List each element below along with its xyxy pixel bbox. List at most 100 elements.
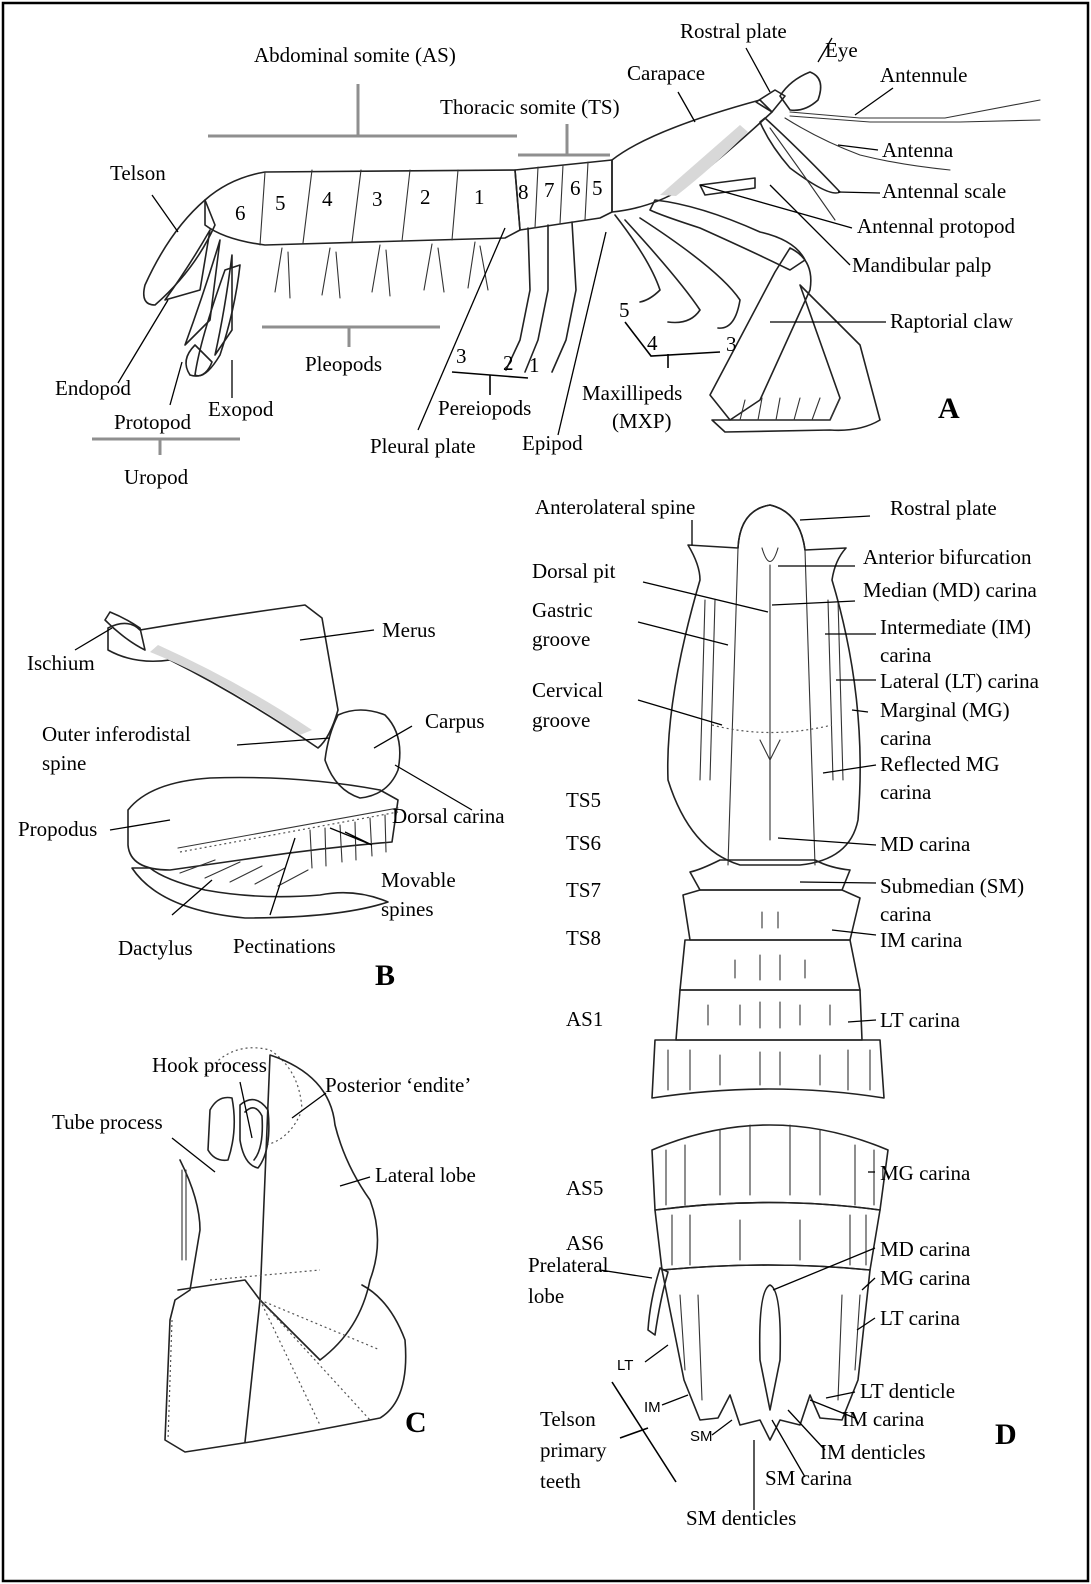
label-reflected-2: carina bbox=[880, 780, 932, 804]
ts-number-6: 6 bbox=[570, 176, 581, 200]
label-raptorial-claw: Raptorial claw bbox=[890, 309, 1014, 333]
label-antennule: Antennule bbox=[880, 63, 967, 87]
label-movable-1: Movable bbox=[381, 868, 456, 892]
label-sm-denticles: SM denticles bbox=[686, 1506, 796, 1530]
label-ts7: TS7 bbox=[566, 878, 601, 902]
label-exopod: Exopod bbox=[208, 397, 274, 421]
panel-letter-a: A bbox=[938, 392, 960, 425]
label-as1: AS1 bbox=[566, 1007, 603, 1031]
label-dactylus: Dactylus bbox=[118, 936, 193, 960]
label-pleural-plate: Pleural plate bbox=[370, 434, 476, 458]
label-tube-process: Tube process bbox=[52, 1110, 163, 1134]
label-antennal-scale: Antennal scale bbox=[882, 179, 1006, 203]
label-md-carina-ts: MD carina bbox=[880, 832, 971, 856]
panel-letter-c: C bbox=[405, 1406, 427, 1439]
label-reflected-1: Reflected MG bbox=[880, 752, 1000, 776]
label-dorsal-carina: Dorsal carina bbox=[392, 804, 505, 828]
label-epipod: Epipod bbox=[522, 431, 583, 455]
mxp-number-5: 5 bbox=[619, 298, 630, 322]
label-ischium: Ischium bbox=[27, 651, 95, 675]
label-dorsal-pit: Dorsal pit bbox=[532, 559, 616, 583]
label-outer-spine-2: spine bbox=[42, 751, 86, 775]
label-pleopods: Pleopods bbox=[305, 352, 382, 376]
panel-letter-d: D bbox=[995, 1418, 1017, 1451]
label-sm-carina: SM carina bbox=[765, 1466, 853, 1490]
as-number-3: 3 bbox=[372, 187, 383, 211]
label-rostral-plate-d: Rostral plate bbox=[890, 496, 997, 520]
label-mxp: (MXP) bbox=[612, 409, 672, 433]
label-carpus: Carpus bbox=[425, 709, 485, 733]
label-uropod: Uropod bbox=[124, 465, 189, 489]
label-marginal-1: Marginal (MG) bbox=[880, 698, 1010, 722]
label-carapace: Carapace bbox=[627, 61, 705, 85]
label-cervical-1: Cervical bbox=[532, 678, 603, 702]
label-abdominal-somite: Abdominal somite (AS) bbox=[254, 43, 456, 67]
label-as6: AS6 bbox=[566, 1231, 603, 1255]
label-submedian-1: Submedian (SM) bbox=[880, 874, 1024, 898]
label-movable-2: spines bbox=[381, 897, 434, 921]
ts-number-8: 8 bbox=[518, 180, 529, 204]
ts-number-5: 5 bbox=[592, 176, 603, 200]
pereiopod-number-1: 1 bbox=[529, 353, 540, 377]
label-ts5: TS5 bbox=[566, 788, 601, 812]
label-prelateral-1: Prelateral bbox=[528, 1253, 609, 1277]
label-posterior-endite: Posterior ‘endite’ bbox=[325, 1073, 471, 1097]
label-telson-1: Telson bbox=[540, 1407, 596, 1431]
pereiopod-number-2: 2 bbox=[503, 351, 514, 375]
label-median-carina: Median (MD) carina bbox=[863, 578, 1037, 602]
label-im-carina-ts: IM carina bbox=[880, 928, 963, 952]
label-im-carina-telson: IM carina bbox=[842, 1407, 925, 1431]
label-prelateral-2: lobe bbox=[528, 1284, 564, 1308]
label-mandibular-palp: Mandibular palp bbox=[852, 253, 991, 277]
label-gastric-1: Gastric bbox=[532, 598, 593, 622]
as-number-2: 2 bbox=[420, 185, 431, 209]
label-endopod: Endopod bbox=[55, 376, 131, 400]
label-gastric-2: groove bbox=[532, 627, 590, 651]
label-hook-process: Hook process bbox=[152, 1053, 267, 1077]
label-lateral-carina: Lateral (LT) carina bbox=[880, 669, 1040, 693]
label-mg-carina: MG carina bbox=[880, 1161, 971, 1185]
label-ts6: TS6 bbox=[566, 831, 601, 855]
panel-letter-b: B bbox=[375, 959, 395, 992]
as-number-1: 1 bbox=[474, 185, 485, 209]
label-thoracic-somite: Thoracic somite (TS) bbox=[440, 95, 620, 119]
label-telson-3: teeth bbox=[540, 1469, 581, 1493]
label-rostral-plate-a: Rostral plate bbox=[680, 19, 787, 43]
label-anterior-bifurcation: Anterior bifurcation bbox=[863, 545, 1032, 569]
label-telson-2: primary bbox=[540, 1438, 607, 1462]
label-antenna: Antenna bbox=[882, 138, 954, 162]
label-im-denticles: IM denticles bbox=[820, 1440, 926, 1464]
label-outer-spine-1: Outer inferodistal bbox=[42, 722, 191, 746]
label-propodus: Propodus bbox=[18, 817, 97, 841]
label-intermediate-1: Intermediate (IM) bbox=[880, 615, 1031, 639]
label-lateral-lobe: Lateral lobe bbox=[375, 1163, 476, 1187]
mxp-number-4: 4 bbox=[647, 331, 658, 355]
label-pereiopods: Pereiopods bbox=[438, 396, 531, 420]
pereiopod-number-3: 3 bbox=[456, 344, 467, 368]
label-tooth-im: IM bbox=[644, 1399, 661, 1416]
label-marginal-2: carina bbox=[880, 726, 932, 750]
label-ts8: TS8 bbox=[566, 926, 601, 950]
mxp-number-3: 3 bbox=[726, 332, 737, 356]
label-cervical-2: groove bbox=[532, 708, 590, 732]
label-telson: Telson bbox=[110, 161, 166, 185]
label-intermediate-2: carina bbox=[880, 643, 932, 667]
label-submedian-2: carina bbox=[880, 902, 932, 926]
label-protopod: Protopod bbox=[114, 410, 192, 434]
label-anterolateral-spine: Anterolateral spine bbox=[535, 495, 695, 519]
as-number-5: 5 bbox=[275, 191, 286, 215]
label-merus: Merus bbox=[382, 618, 436, 642]
label-lt-carina-ts: LT carina bbox=[880, 1008, 961, 1032]
label-maxillipeds: Maxillipeds bbox=[582, 381, 682, 405]
as-number-6: 6 bbox=[235, 201, 246, 225]
label-antennal-protopod: Antennal protopod bbox=[857, 214, 1016, 238]
label-eye: Eye bbox=[825, 38, 858, 62]
label-mg-carina-2: MG carina bbox=[880, 1266, 971, 1290]
as-number-4: 4 bbox=[322, 187, 333, 211]
label-tooth-sm: SM bbox=[690, 1428, 713, 1445]
label-md-carina-telson: MD carina bbox=[880, 1237, 971, 1261]
ts-number-7: 7 bbox=[544, 178, 555, 202]
label-as5: AS5 bbox=[566, 1176, 603, 1200]
label-lt-carina-telson: LT carina bbox=[880, 1306, 961, 1330]
